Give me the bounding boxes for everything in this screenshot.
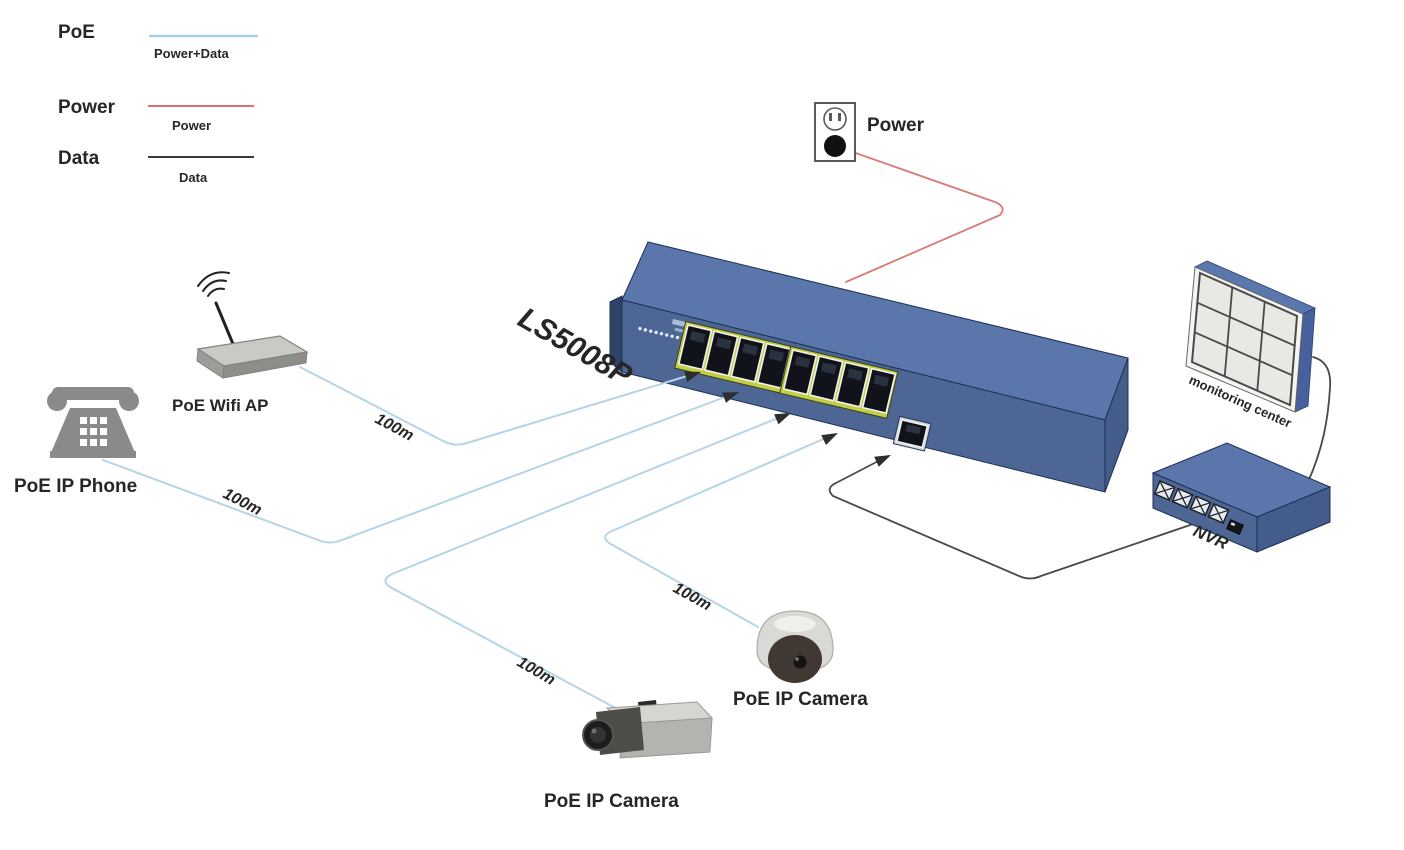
data-cable-switch-nvr xyxy=(828,455,1197,580)
legend-item-data: Data Data xyxy=(58,148,254,185)
switch-port-group-2 xyxy=(779,345,899,420)
cables xyxy=(102,149,1332,712)
cable-length-box-camera: 100m xyxy=(514,654,558,689)
legend-item-power: Power Power xyxy=(58,97,254,133)
power-outlet-label: Power xyxy=(867,115,925,136)
power-outlet-icon xyxy=(814,102,856,162)
nvr-ports xyxy=(1153,480,1244,535)
legend-key-data: Data xyxy=(58,148,100,169)
data-cable-monitor-nvr xyxy=(1307,356,1332,483)
cable-arrow xyxy=(874,455,891,467)
dome-camera-icon xyxy=(756,610,834,683)
monitor-icon xyxy=(1185,260,1316,413)
legend-key-power: Power xyxy=(58,97,116,118)
legend: PoE Power+Data Power Power Data Data xyxy=(58,22,258,185)
legend-key-poe: PoE xyxy=(58,22,95,43)
box-camera-label: PoE IP Camera xyxy=(544,791,679,812)
cable-arrow xyxy=(722,392,739,403)
wifi-ap-icon xyxy=(196,271,309,379)
ip-phone-label: PoE IP Phone xyxy=(14,476,137,497)
ip-phone-icon xyxy=(47,387,139,458)
cable-arrow xyxy=(684,371,701,382)
switch-port-group-1 xyxy=(674,320,794,395)
wifi-ap-label: PoE Wifi AP xyxy=(172,396,269,415)
legend-sub-power: Power xyxy=(172,118,211,133)
dome-camera-label: PoE IP Camera xyxy=(733,689,868,710)
power-cable xyxy=(845,149,1004,283)
legend-item-poe: PoE Power+Data xyxy=(58,22,258,61)
box-camera-icon xyxy=(582,700,714,759)
legend-sub-data: Data xyxy=(179,170,208,185)
cable-length-dome-camera: 100m xyxy=(670,580,714,615)
poe-switch-icon xyxy=(609,241,1129,493)
cable-arrow xyxy=(821,433,838,445)
poe-cable-ip-phone xyxy=(102,392,737,544)
nvr-icon xyxy=(1151,442,1332,553)
cable-length-ip-phone: 100m xyxy=(220,485,264,519)
switch-uplink-port xyxy=(892,415,932,452)
poe-cable-wifi-ap xyxy=(299,366,698,446)
legend-sub-poe: Power+Data xyxy=(154,46,230,61)
poe-cable-box-camera xyxy=(384,413,789,712)
poe-cable-dome-camera xyxy=(604,433,836,628)
cable-arrow xyxy=(774,413,791,425)
